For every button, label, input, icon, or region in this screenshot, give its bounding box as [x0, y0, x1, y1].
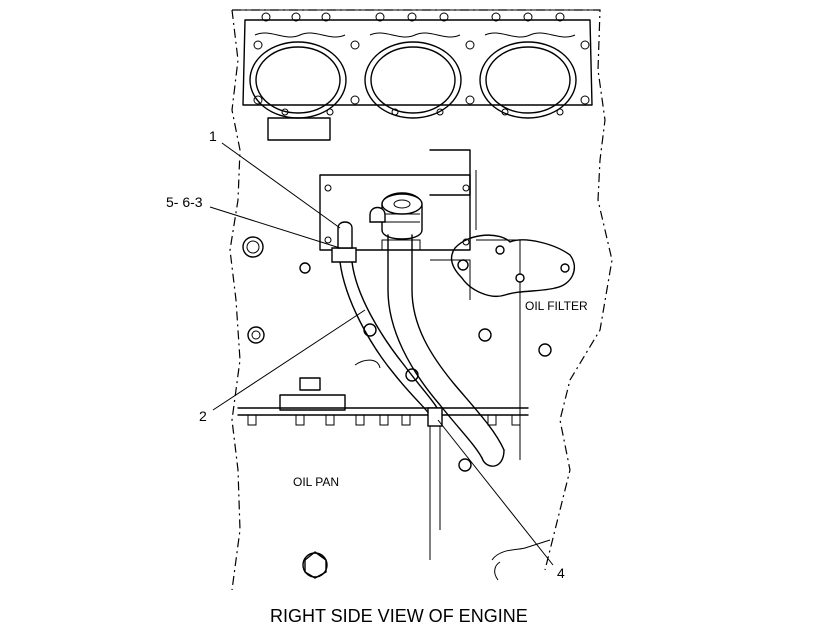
leader-4 — [437, 419, 554, 566]
callout-5-6-3: 5- 6-3 — [166, 194, 203, 210]
leader-563 — [209, 206, 341, 249]
oil-filler-cap — [369, 192, 423, 240]
block-bolts — [242, 236, 552, 579]
breather-hose — [331, 221, 443, 419]
callout-2: 2 — [199, 408, 207, 424]
leader-lines — [209, 142, 554, 566]
callout-1: 1 — [209, 128, 217, 144]
labels: 1 5- 6-3 2 4 OIL FILTER OIL PAN RIGHT SI… — [166, 128, 588, 626]
oil-filter-label: OIL FILTER — [525, 299, 588, 313]
leader-2 — [212, 309, 366, 411]
oil-filter-base — [450, 234, 575, 297]
oil-pan-label: OIL PAN — [293, 475, 339, 489]
dipstick-tube — [381, 234, 505, 467]
front-housing — [319, 149, 521, 460]
callout-4: 4 — [557, 565, 565, 581]
oil-pan-rail — [237, 407, 551, 581]
cylinder-head — [242, 12, 593, 141]
block-outline — [229, 9, 613, 591]
leader-1 — [221, 142, 341, 229]
figure-caption: RIGHT SIDE VIEW OF ENGINE — [270, 606, 528, 626]
